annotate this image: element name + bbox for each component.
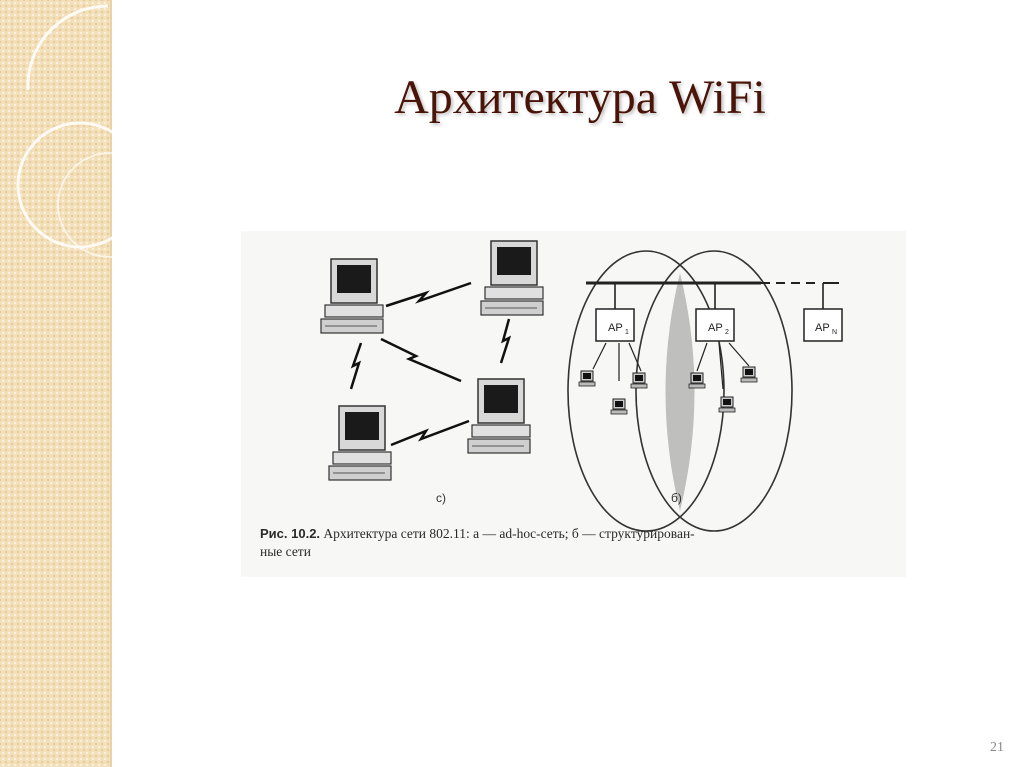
computer-icon xyxy=(467,378,531,454)
computer-icon xyxy=(480,240,544,316)
ap-label: AP xyxy=(815,322,830,334)
computer-icon xyxy=(740,366,758,383)
figure-caption: Рис. 10.2. Архитектура сети 802.11: а — … xyxy=(260,525,900,561)
computer-icon xyxy=(328,405,392,481)
slide-title: Архитектура WiFi xyxy=(394,71,766,124)
figure-label-b: б) xyxy=(671,491,682,505)
computer-icon xyxy=(578,370,596,387)
figure-drawing: AP 1 AP 2 AP N xyxy=(320,240,843,532)
caption-prefix: Рис. 10.2. xyxy=(260,526,321,541)
computer-icon xyxy=(718,396,736,413)
ap-label: AP xyxy=(708,322,723,334)
figure-label-a: с) xyxy=(436,491,446,505)
ap-subscript: 1 xyxy=(625,329,629,336)
ap-subscript: N xyxy=(832,329,837,336)
computer-icon xyxy=(688,372,706,389)
infrastructure-network xyxy=(567,250,843,532)
network-architecture-figure: AP 1 AP 2 AP N с) б) Рис. 10.2. Архитект… xyxy=(241,231,906,577)
decorative-circles xyxy=(16,4,130,258)
computer-icon xyxy=(610,398,628,415)
caption-line2: ные сети xyxy=(260,544,311,559)
access-point-1 xyxy=(595,308,635,342)
ap-subscript: 2 xyxy=(725,329,729,336)
adhoc-network xyxy=(320,240,544,481)
ap-label: AP xyxy=(608,322,623,334)
page-number: 21 xyxy=(990,740,1004,755)
access-point-2 xyxy=(695,308,735,342)
caption-text: Архитектура сети 802.11: а — ad-hoc-сеть… xyxy=(323,526,695,541)
sidebar-divider xyxy=(110,0,112,767)
computer-icon xyxy=(630,372,648,389)
access-point-n xyxy=(803,308,843,342)
computer-icon xyxy=(320,258,384,334)
